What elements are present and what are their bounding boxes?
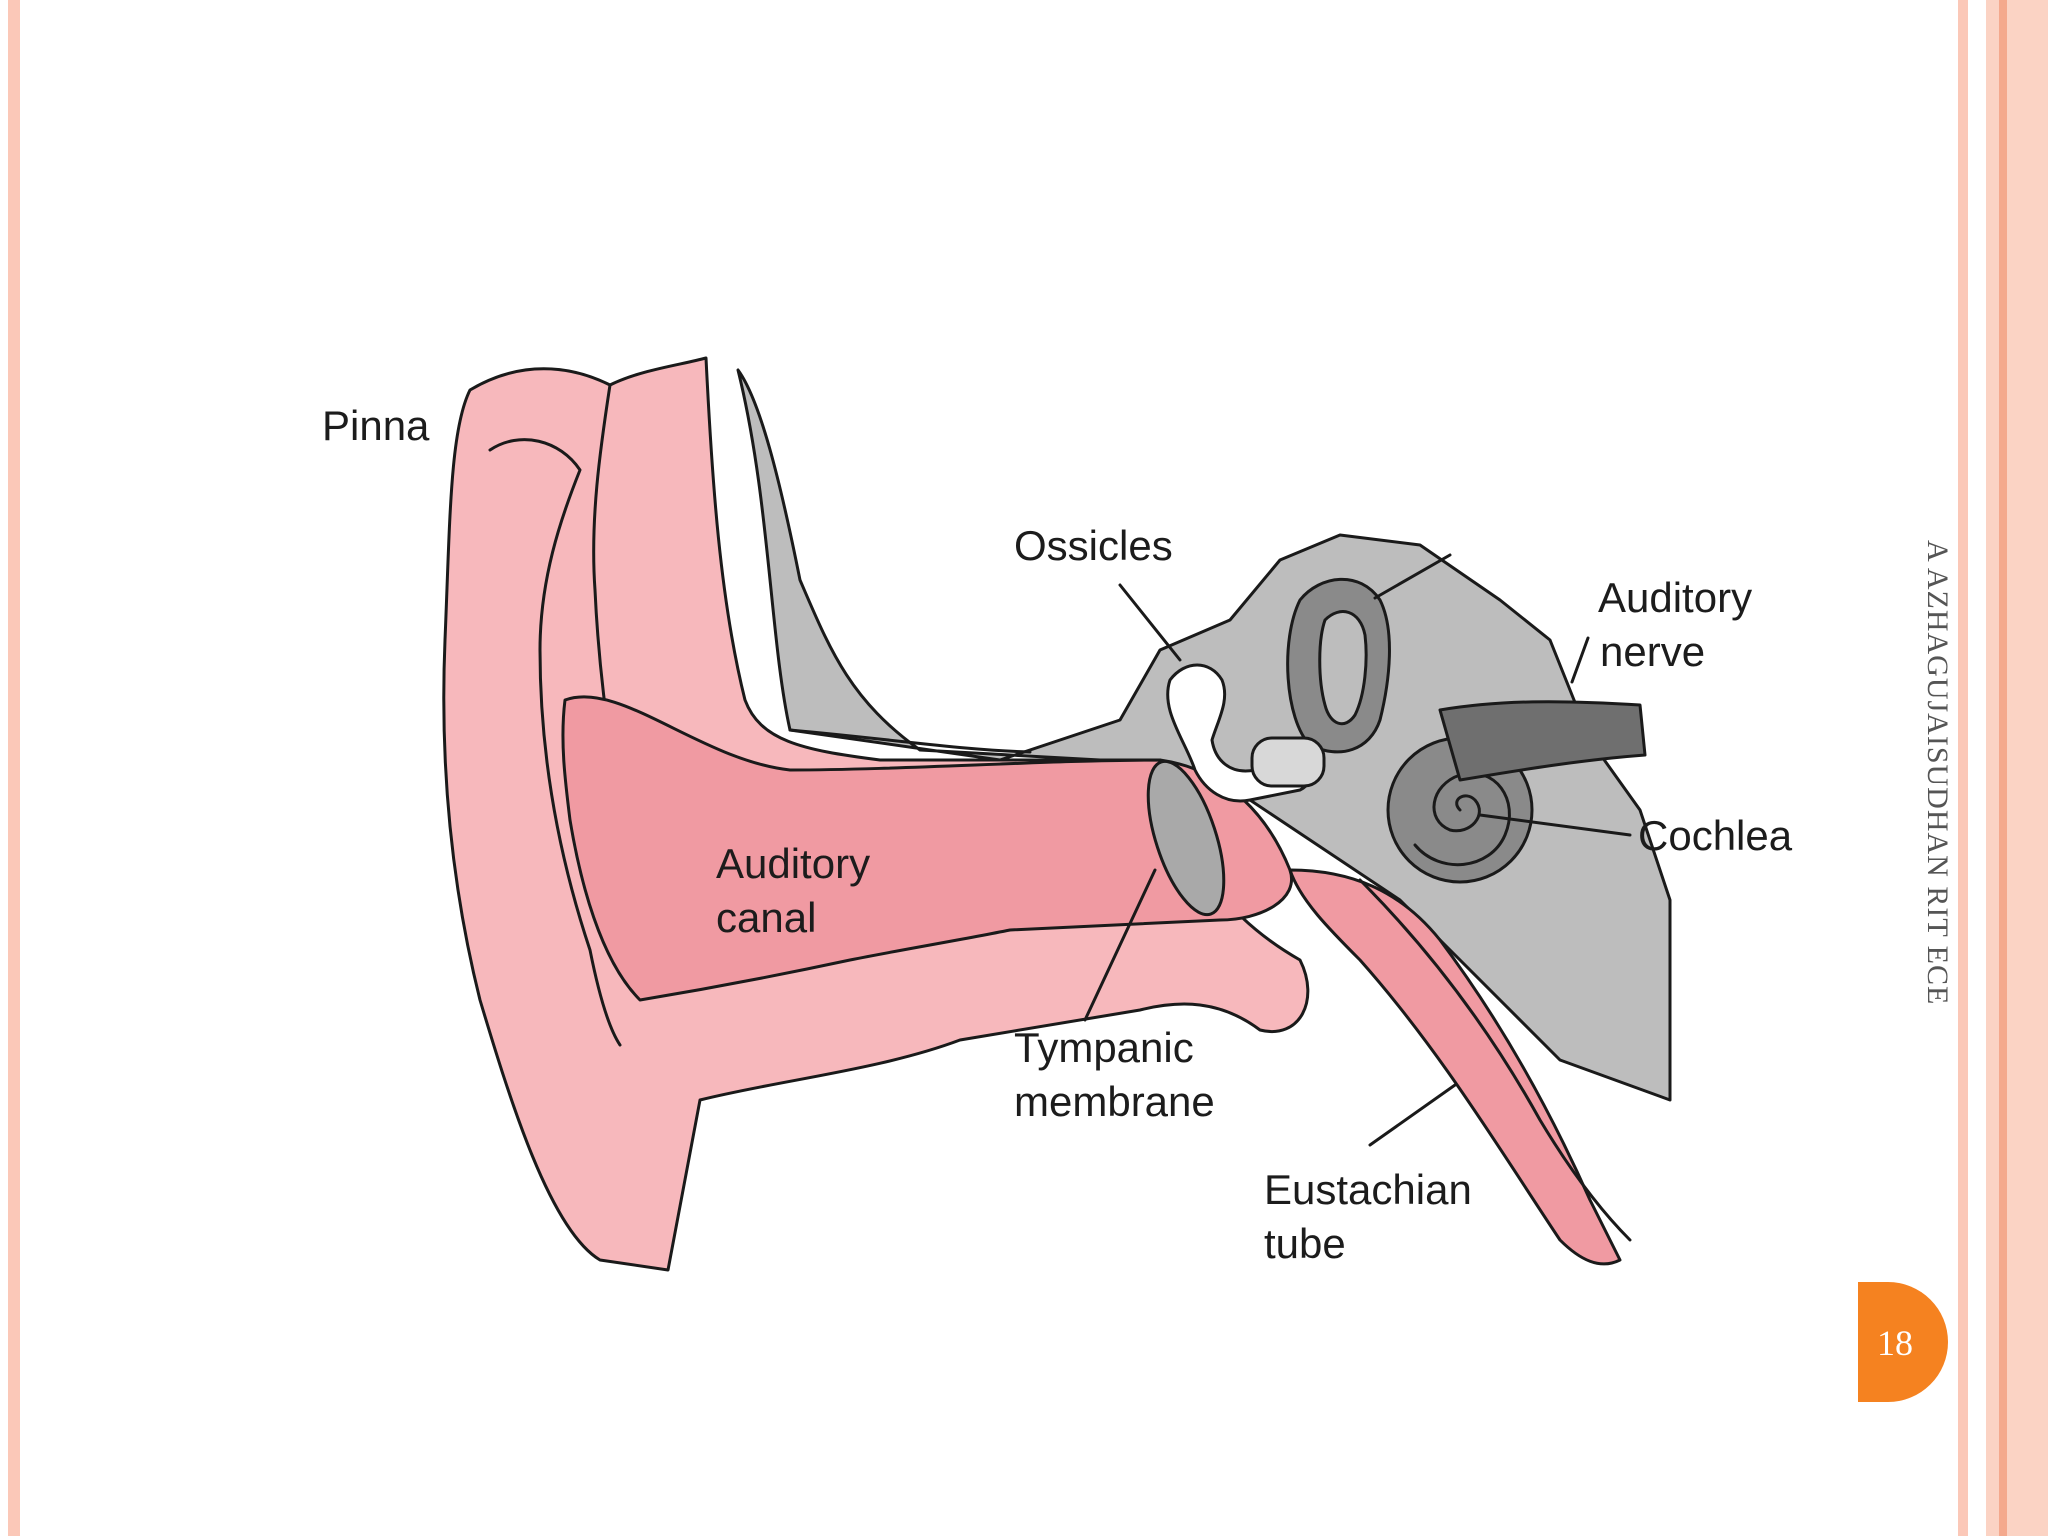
author-footer: A AZHAGUJAISUDHAN RIT ECE: [1921, 540, 1954, 1006]
label-tympanic-line1: Tympanic: [1014, 1024, 1194, 1071]
tympanic-membrane-shape: [1146, 759, 1226, 917]
label-auditory-canal-line2: canal: [716, 894, 816, 941]
cochlea-leader-line: [1478, 813, 1632, 837]
semicircular-canals-inner: [1318, 610, 1368, 726]
auditory-nerve-shape: [1438, 700, 1647, 782]
auditory-canal-shape: [561, 695, 1294, 1002]
tympanic-leader-line: [1083, 868, 1157, 1022]
oval-window-shape: [1250, 736, 1326, 788]
label-auditory-nerve-line2: nerve: [1600, 628, 1705, 675]
left-border-stripe: [8, 0, 20, 1536]
label-tympanic-line2: membrane: [1014, 1078, 1215, 1125]
bone-inner-line: [788, 728, 1032, 754]
eustachian-leader-line: [1368, 1083, 1457, 1147]
page-number-badge: 18: [1858, 1282, 1948, 1402]
label-eustachian-line1: Eustachian: [1264, 1166, 1472, 1213]
right-border-line: [1999, 0, 2007, 1536]
label-ossicles: Ossicles: [1014, 522, 1173, 569]
auditory-nerve-leader-line: [1570, 636, 1590, 684]
ossicles-leader-line: [1118, 583, 1182, 662]
label-auditory-nerve-line1: Auditory: [1598, 574, 1752, 621]
label-eustachian-line2: tube: [1264, 1220, 1346, 1267]
label-pinna: Pinna: [322, 402, 430, 449]
eustachian-tube-shape: [1288, 868, 1622, 1266]
helix-line: [488, 438, 622, 1047]
right-border-stripe: [1958, 0, 1968, 1536]
right-border-band: [1986, 0, 2048, 1536]
page-number: 18: [1877, 1323, 1913, 1363]
semicircular-leader-line: [1373, 553, 1452, 600]
eustachian-tube-line: [1358, 878, 1632, 1242]
cochlea-spiral: [1413, 771, 1511, 867]
label-auditory-canal-line1: Auditory: [716, 840, 870, 887]
label-cochlea: Cochlea: [1638, 812, 1793, 859]
